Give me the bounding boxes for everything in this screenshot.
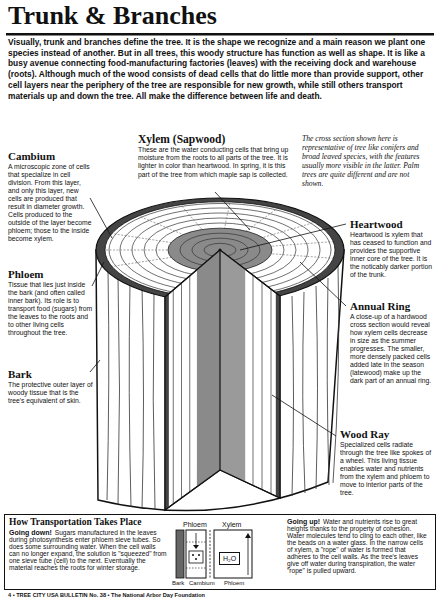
part-heading: Heartwood (350, 218, 403, 230)
part-heading: Xylem (Sapwood) (138, 133, 225, 145)
water-box: H₂O (219, 552, 240, 565)
title-rule (6, 33, 434, 36)
transport-panel: How Transportation Takes PlaceGoing down… (4, 514, 436, 590)
panel-heading: How Transportation Takes Place (9, 517, 167, 527)
layer-label: Xylem (222, 521, 241, 528)
layer-label: Phloem (183, 521, 207, 528)
box-text: H₂O (223, 554, 236, 563)
part-description: A close-up of a hardwood cross section w… (350, 313, 434, 385)
layer-label: Cambium (189, 580, 215, 586)
text-column: Going up!Water and nutrients rise to gre… (287, 518, 429, 574)
part-description: Heartwood is xylem that has ceased to fu… (350, 231, 434, 279)
intro-paragraph: Visually, trunk and branches define the … (8, 37, 432, 101)
part-heading: Phloem (8, 268, 43, 280)
run-in-heading: Going down! (9, 529, 52, 536)
part-description: A microscopic zone of cells that special… (8, 163, 94, 243)
part-heading: Cambium (8, 150, 55, 162)
transport-sketch (176, 530, 252, 578)
part-heading: Annual Ring (350, 300, 410, 312)
page-title: Trunk & Branches (8, 1, 217, 31)
part-description: Tissue that lies just inside the bark (a… (8, 281, 94, 337)
trunk-drawing (96, 198, 344, 511)
panel-text: Sugars manufactured in the leaves during… (9, 529, 167, 571)
part-description: The protective outer layer of woody tiss… (8, 381, 94, 405)
section-note: The cross section shown here is represen… (302, 134, 432, 189)
panel-paragraph: Going down!Sugars manufactured in the le… (9, 529, 167, 571)
part-description: These are the water conducting cells tha… (138, 146, 292, 179)
part-description: Specialized cells radiate through the tr… (340, 441, 434, 497)
layer-label: Bark (172, 580, 184, 586)
layer-label: Phloem (224, 580, 244, 586)
run-in-heading: Going up! (287, 518, 320, 525)
page-footer: 4 • TREE CITY USA BULLETIN No. 38 • The … (8, 592, 205, 598)
part-heading: Bark (8, 368, 32, 380)
panel-paragraph: Going up!Water and nutrients rise to gre… (287, 518, 429, 574)
text-column: How Transportation Takes PlaceGoing down… (9, 517, 167, 571)
part-heading: Wood Ray (340, 428, 389, 440)
panel-text: Water and nutrients rise to great height… (287, 518, 427, 574)
leader-lines (90, 192, 346, 436)
